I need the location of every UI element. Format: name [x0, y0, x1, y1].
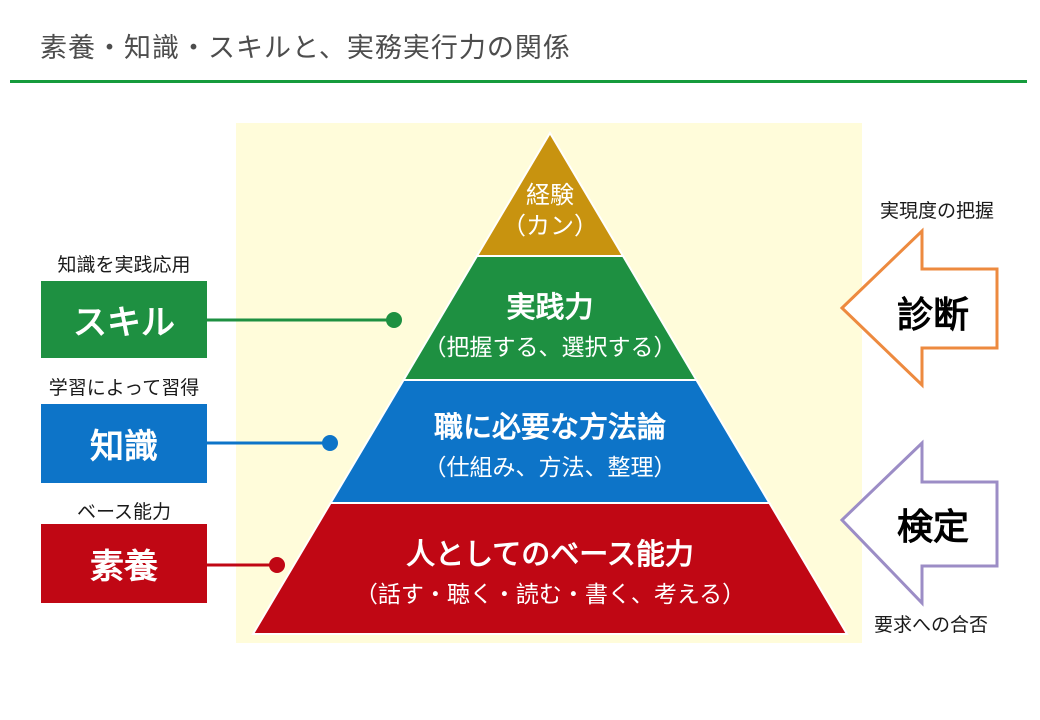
certification-caption: 要求への合否: [873, 615, 988, 636]
skill-box-label: スキル: [73, 304, 175, 342]
skill-box: スキル: [41, 281, 207, 358]
diagnosis-left-arrow-icon: [839, 227, 999, 389]
skill-connector-dot-icon: [386, 312, 402, 328]
layer-title: 経験: [526, 182, 574, 209]
pyramid-layer-base-ability: [251, 502, 849, 635]
layer-title: 人としてのベース能力: [406, 539, 694, 571]
layer-title: 職に必要な方法論: [433, 412, 666, 444]
knowledge-caption: 学習によって習得: [48, 378, 200, 399]
layer-subtitle: （仕組み、方法、整理）: [423, 454, 677, 480]
layer-text-base-ability: 人としてのベース能力 （話す・聴く・読む・書く、考える）: [300, 537, 800, 609]
layer-subtitle: （把握する、選択する）: [423, 334, 677, 360]
layer-text-methodology: 職に必要な方法論 （仕組み、方法、整理）: [300, 410, 800, 482]
layer-text-experience: 経験 （カン）: [300, 180, 800, 242]
diagnosis-label: 診断: [896, 294, 969, 335]
layer-title: 実践力: [506, 292, 594, 324]
aptitude-box: 素養: [41, 524, 207, 603]
skill-caption: 知識を実践応用: [57, 255, 191, 276]
aptitude-caption: ベース能力: [76, 502, 172, 523]
aptitude-connector-dot-icon: [269, 557, 285, 573]
certification-label: 検定: [896, 506, 969, 547]
layer-subtitle: （カン）: [502, 213, 598, 240]
knowledge-connector-dot-icon: [322, 435, 338, 451]
knowledge-box: 知識: [41, 404, 207, 483]
knowledge-box-label: 知識: [90, 428, 158, 466]
layer-subtitle: （話す・聴く・読む・書く、考える）: [354, 581, 746, 607]
title-divider: [10, 80, 1027, 83]
page-title: 素養・知識・スキルと、実務実行力の関係: [40, 33, 571, 63]
layer-text-practical-ability: 実践力 （把握する、選択する）: [300, 290, 800, 362]
diagnosis-caption: 実現度の把握: [879, 201, 994, 222]
aptitude-box-label: 素養: [90, 548, 158, 586]
certification-left-arrow-icon: [839, 439, 999, 607]
